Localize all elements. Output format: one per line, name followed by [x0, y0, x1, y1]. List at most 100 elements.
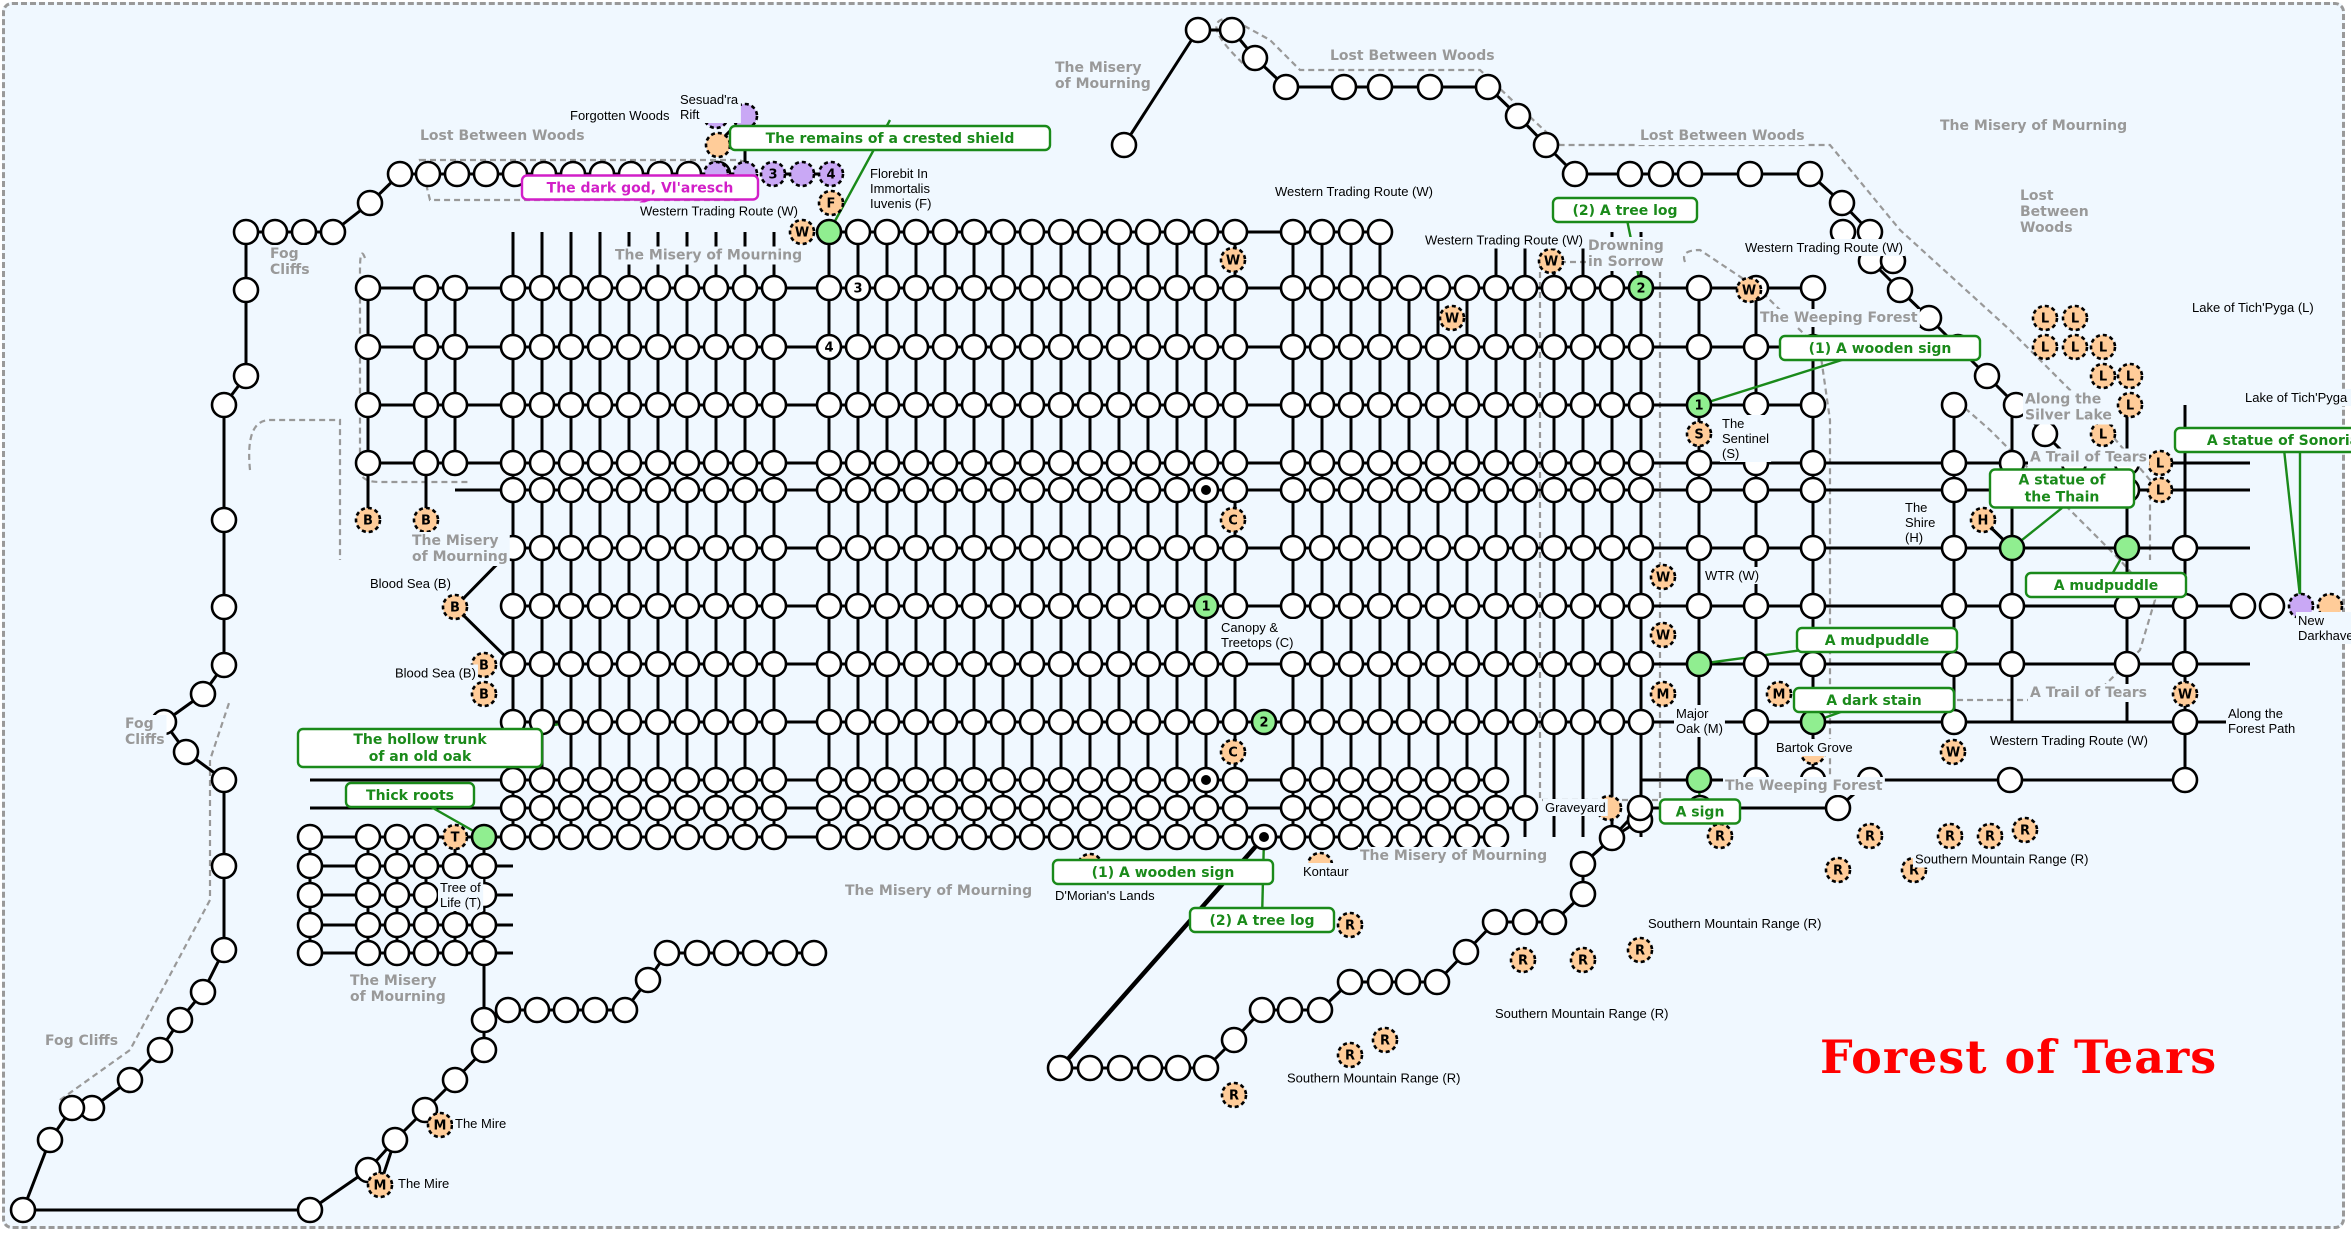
room-marker: 1 [1694, 399, 1703, 414]
room-node [673, 794, 701, 822]
place-label-bg [2243, 389, 2351, 406]
room-node [441, 391, 469, 419]
room-node [644, 449, 672, 477]
room-node [499, 823, 527, 851]
callout-leader [2281, 439, 2303, 607]
room-node [1018, 823, 1046, 851]
room-node [1998, 534, 2026, 562]
room-node [1366, 333, 1394, 361]
callout-box [1778, 334, 1982, 362]
room-node [1105, 766, 1133, 794]
room-node [1279, 766, 1307, 794]
room-node [9, 1196, 37, 1224]
room-node [1626, 794, 1654, 822]
room-node [931, 476, 959, 504]
room-node [1598, 824, 1626, 852]
area-label: Lost Between Woods [1640, 128, 1805, 144]
room-node [2146, 476, 2174, 504]
room-node [426, 1111, 454, 1139]
room-node [1163, 592, 1191, 620]
room-node [1047, 333, 1075, 361]
room-node [1076, 391, 1104, 419]
room-node [1685, 592, 1713, 620]
room-node [731, 333, 759, 361]
room-node [1336, 911, 1364, 939]
room-node [815, 534, 843, 562]
area-label-bg [1328, 47, 1497, 65]
area-label-bg [1638, 127, 1807, 145]
room-node [528, 333, 556, 361]
room-dot [1201, 485, 1211, 495]
room-node [615, 534, 643, 562]
room-node [528, 794, 556, 822]
room-node [1279, 794, 1307, 822]
room-node [760, 766, 788, 794]
place-label-bg [438, 879, 484, 911]
room-node [1308, 766, 1336, 794]
room-node [1424, 592, 1452, 620]
room-marker: L [2071, 341, 2079, 356]
room-node [1569, 946, 1597, 974]
room-node [1047, 708, 1075, 736]
room-node [1076, 766, 1104, 794]
room-node [1105, 794, 1133, 822]
room-node [1221, 534, 1249, 562]
room-node [1598, 476, 1626, 504]
room-node [1163, 218, 1191, 246]
room-node [412, 939, 440, 967]
room-node [844, 794, 872, 822]
room-node [1306, 996, 1334, 1024]
room-node [383, 911, 411, 939]
place-label-bg [1774, 739, 1855, 756]
room-node [653, 939, 681, 967]
area-label-group: A Trail of Tears [2028, 448, 2149, 467]
room-node [470, 939, 498, 967]
room-node [1424, 766, 1452, 794]
room-node [788, 160, 816, 188]
callout-box [2173, 426, 2351, 454]
room-node [1509, 946, 1537, 974]
room-node [1540, 708, 1568, 736]
room-node [499, 766, 527, 794]
room-node [470, 852, 498, 880]
room-node [731, 449, 759, 477]
room-node [960, 333, 988, 361]
room-node [1136, 1054, 1164, 1082]
callout: A mudpuddle [2024, 571, 2188, 599]
room-marker: R [2020, 824, 2030, 839]
room-node [1279, 476, 1307, 504]
room-node [702, 274, 730, 302]
room-node [1511, 794, 1539, 822]
place-label-bg [868, 165, 934, 212]
room-node [815, 218, 843, 246]
room-node [1504, 102, 1532, 130]
room-node [2031, 304, 2059, 332]
area-label: A Trail of Tears [2030, 685, 2147, 701]
room-node [989, 766, 1017, 794]
room-node [1685, 534, 1713, 562]
place-label-group: D'Morian's Lands [1053, 887, 1158, 904]
room-node [1219, 246, 1247, 274]
map-title: Forest of Tears [1820, 1030, 2218, 1084]
room-node [1856, 822, 1884, 850]
room-marker: B [363, 514, 373, 529]
place-label-bg [2296, 612, 2351, 644]
room-node [1337, 592, 1365, 620]
callout-text: (2) A tree log [1572, 203, 1677, 219]
room-marker: W [2178, 688, 2192, 703]
room-node [1395, 650, 1423, 678]
room-node [499, 650, 527, 678]
area-label: The Weeping Forest [1725, 778, 1883, 794]
place-label-bg [2190, 299, 2316, 316]
room-node [1626, 936, 1654, 964]
room-node [1453, 794, 1481, 822]
room-node [759, 160, 787, 188]
room-node [354, 823, 382, 851]
area-label-bg [2028, 684, 2149, 702]
room-node [1163, 794, 1191, 822]
room-node [441, 852, 469, 880]
